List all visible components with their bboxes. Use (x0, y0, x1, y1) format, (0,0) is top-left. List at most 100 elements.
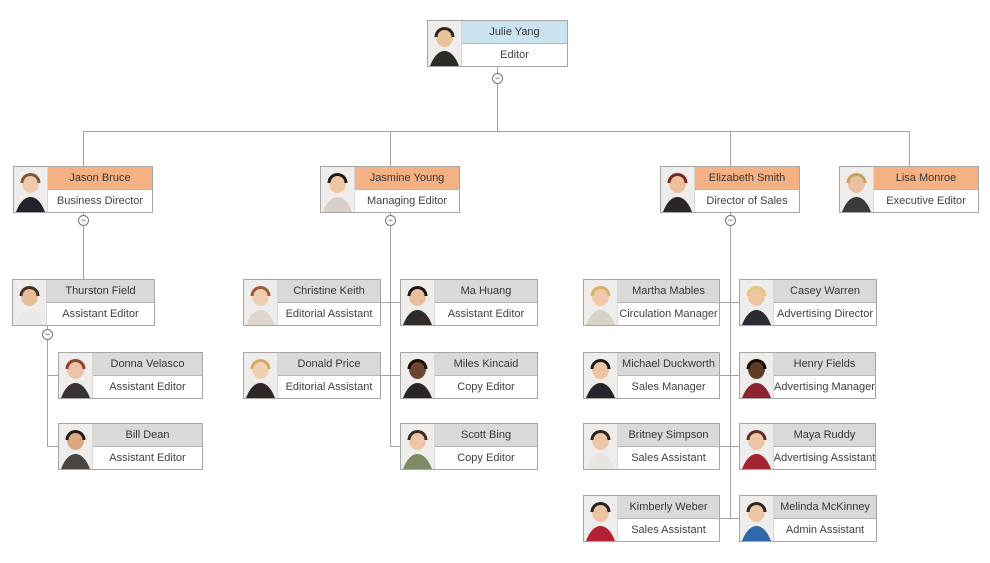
connector-stub-britney-maya (720, 446, 739, 447)
avatar (13, 280, 47, 325)
connector-stub-christine-mahuang (381, 302, 400, 303)
person-title: Director of Sales (695, 190, 799, 212)
person-name: Britney Simpson (618, 424, 719, 447)
connector-drop-lisa (909, 131, 910, 166)
avatar (740, 353, 774, 398)
person-title: Advertising Director (774, 303, 876, 325)
person-title: Business Director (48, 190, 152, 212)
person-name: Scott Bing (435, 424, 537, 447)
collapse-button-jason-bruce[interactable]: − (78, 215, 89, 226)
person-title: Assistant Editor (93, 447, 202, 469)
person-title: Managing Editor (355, 190, 459, 212)
collapse-button-elizabeth-smith[interactable]: − (725, 215, 736, 226)
connector-stub-michael-henry (720, 375, 739, 376)
person-name: Henry Fields (774, 353, 875, 376)
person-name: Maya Ruddy (774, 424, 875, 447)
connector-stub-donald-miles (381, 375, 400, 376)
connector-thurston-spine (47, 326, 48, 447)
person-title: Sales Assistant (618, 447, 719, 469)
avatar (740, 424, 774, 469)
minus-icon: − (494, 72, 501, 83)
person-title: Assistant Editor (435, 303, 537, 325)
connector-stub-kimberly-melinda (720, 518, 739, 519)
avatar (401, 280, 435, 325)
person-title: Editorial Assistant (278, 303, 380, 325)
person-title: Advertising Manager (774, 376, 875, 398)
connector-drop-jasmine (390, 131, 391, 166)
person-title: Executive Editor (874, 190, 978, 212)
avatar (584, 353, 618, 398)
connector-stub-martha-casey (720, 302, 739, 303)
avatar (740, 496, 774, 541)
person-title: Editor (462, 44, 567, 66)
avatar (584, 424, 618, 469)
avatar (840, 167, 874, 212)
avatar (401, 424, 435, 469)
avatar (14, 167, 48, 212)
person-name: Lisa Monroe (874, 167, 978, 190)
person-title: Sales Manager (618, 376, 719, 398)
person-title: Sales Assistant (618, 519, 719, 541)
connector-jasmine-spine (390, 213, 391, 447)
connector-stub-scott (390, 446, 400, 447)
person-name: Melinda McKinney (774, 496, 876, 519)
collapse-button-thurston-field[interactable]: − (42, 329, 53, 340)
person-name: Elizabeth Smith (695, 167, 799, 190)
person-name: Miles Kincaid (435, 353, 537, 376)
person-title: Copy Editor (435, 376, 537, 398)
person-name: Thurston Field (47, 280, 154, 303)
minus-icon: − (80, 214, 87, 225)
collapse-button-julie-yang[interactable]: − (492, 73, 503, 84)
connector-root-drop (497, 67, 498, 131)
connector-stub-donna (47, 375, 58, 376)
minus-icon: − (44, 328, 51, 339)
minus-icon: − (727, 214, 734, 225)
person-name: Jasmine Young (355, 167, 459, 190)
person-name: Kimberly Weber (618, 496, 719, 519)
connector-drop-jason (83, 131, 84, 166)
person-name: Julie Yang (462, 21, 567, 44)
collapse-button-jasmine-young[interactable]: − (385, 215, 396, 226)
minus-icon: − (387, 214, 394, 225)
avatar (584, 280, 618, 325)
person-name: Donna Velasco (93, 353, 202, 376)
connector-elizabeth-spine (730, 213, 731, 519)
avatar (584, 496, 618, 541)
person-title: Assistant Editor (47, 303, 154, 325)
avatar (321, 167, 355, 212)
connector-level1-rail (83, 131, 910, 132)
person-name: Christine Keith (278, 280, 380, 303)
connector-stub-bill (47, 446, 58, 447)
person-name: Bill Dean (93, 424, 202, 447)
avatar (59, 353, 93, 398)
avatar (244, 280, 278, 325)
connector-drop-elizabeth (730, 131, 731, 166)
person-title: Editorial Assistant (278, 376, 380, 398)
avatar (59, 424, 93, 469)
avatar (740, 280, 774, 325)
avatar (244, 353, 278, 398)
person-name: Casey Warren (774, 280, 876, 303)
